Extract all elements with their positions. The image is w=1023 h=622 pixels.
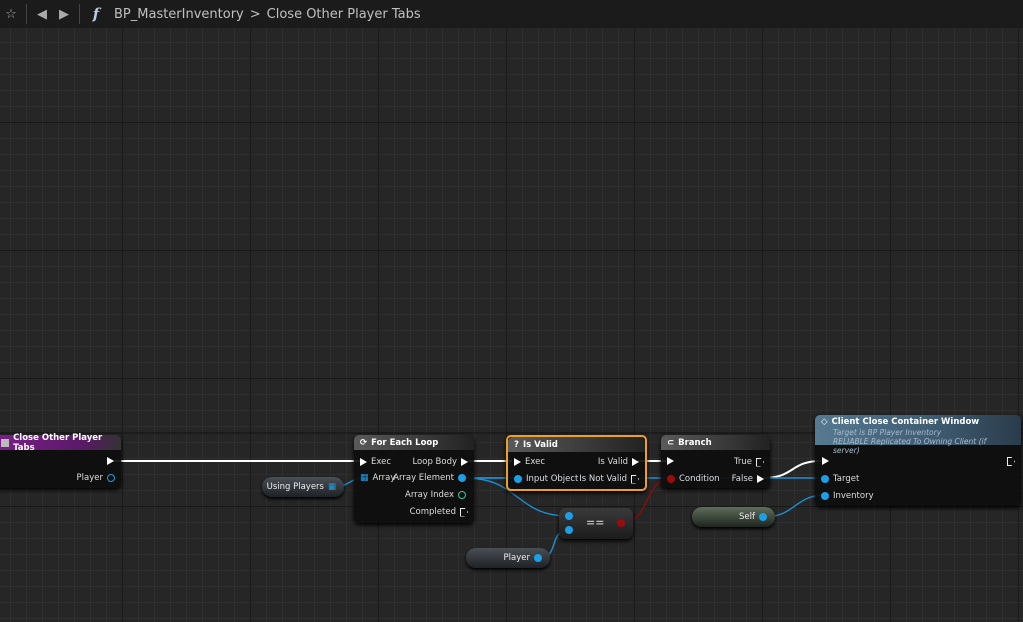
is-valid-node[interactable]: ?Is Valid Exec Input Object Is Valid Is …: [506, 435, 647, 491]
function-entry-icon: [1, 438, 10, 447]
exec-in-pin[interactable]: [360, 458, 367, 466]
player-out-pin[interactable]: [534, 554, 542, 562]
condition-pin[interactable]: [667, 475, 675, 483]
star-icon[interactable]: ☆: [5, 6, 17, 22]
branch-icon: ⊂: [667, 437, 675, 448]
equals-input-b-pin[interactable]: [565, 526, 573, 534]
event-icon: ◇: [821, 417, 828, 427]
inventory-pin[interactable]: [821, 492, 829, 500]
node-title: Branch: [678, 437, 712, 448]
input-object-pin[interactable]: [514, 475, 522, 483]
node-subtitle: RELIABLE Replicated To Owning Client (if…: [833, 437, 987, 455]
true-pin[interactable]: [756, 457, 764, 467]
pin-label: True: [733, 457, 752, 467]
exec-in-pin[interactable]: [667, 457, 674, 465]
equals-input-a-pin[interactable]: [565, 512, 573, 520]
node-title: Client Close Container Window: [831, 417, 980, 427]
wire-element-equals[interactable]: [464, 477, 570, 517]
exec-wire-branch-client[interactable]: [762, 460, 822, 479]
loop-body-pin[interactable]: [461, 458, 468, 466]
loop-icon: ⟳: [360, 437, 368, 448]
array-pin-icon[interactable]: ▦: [327, 482, 336, 492]
variable-label: Using Players: [266, 482, 324, 492]
variable-label: Self: [739, 512, 755, 522]
pin-label: Target: [833, 474, 860, 484]
client-close-container-window-node[interactable]: ◇Client Close Container Window Target is…: [815, 415, 1021, 506]
exec-out-pin[interactable]: [1007, 457, 1015, 466]
self-variable[interactable]: Self: [692, 507, 775, 527]
pin-label: Is Not Valid: [579, 474, 627, 484]
function-icon: f: [92, 5, 100, 23]
variable-label: Player: [503, 553, 530, 563]
exec-in-pin[interactable]: [514, 458, 521, 466]
breadcrumb-blueprint[interactable]: BP_MasterInventory: [114, 6, 244, 22]
pin-label: Player: [76, 473, 103, 483]
for-each-loop-node[interactable]: ⟳For Each Loop Exec ▦Array Loop Body Arr…: [354, 435, 474, 523]
pin-label: Array Index: [405, 490, 454, 500]
node-title: For Each Loop: [371, 437, 439, 448]
pin-label: False: [731, 474, 753, 484]
pin-label: Condition: [679, 474, 720, 484]
pin-label: Exec: [525, 457, 546, 467]
pin-label: Loop Body: [412, 457, 457, 467]
question-icon: ?: [514, 439, 519, 450]
breadcrumb-separator: >: [249, 6, 261, 22]
divider: [26, 4, 27, 24]
function-entry-node[interactable]: Close Other Player Tabs Player: [0, 432, 121, 488]
pin-label: Array Element: [393, 473, 454, 483]
array-index-pin[interactable]: [458, 491, 466, 499]
pin-label: Exec: [371, 457, 392, 467]
pin-label: Completed: [409, 507, 456, 517]
breadcrumb-function[interactable]: Close Other Player Tabs: [266, 6, 421, 22]
equals-output-pin[interactable]: [617, 519, 625, 527]
pin-label: Is Valid: [597, 457, 628, 467]
back-arrow-icon[interactable]: ◀: [37, 6, 47, 22]
divider: [79, 4, 80, 24]
exec-in-pin[interactable]: [822, 457, 829, 465]
exec-out-pin[interactable]: [107, 457, 114, 465]
array-pin-icon[interactable]: ▦: [360, 473, 369, 483]
pin-label: Inventory: [833, 491, 874, 501]
is-not-valid-pin[interactable]: [631, 474, 639, 484]
breadcrumb-toolbar: ☆ ◀ ▶ f BP_MasterInventory > Close Other…: [0, 0, 1023, 28]
self-out-pin[interactable]: [759, 513, 767, 521]
pin-label: Input Object: [526, 474, 579, 484]
player-variable[interactable]: Player: [466, 548, 550, 568]
array-element-pin[interactable]: [458, 474, 466, 482]
node-subtitle: Target is BP Player Inventory: [833, 428, 942, 437]
branch-node[interactable]: ⊂Branch Condition True False: [661, 435, 770, 488]
node-title: Close Other Player Tabs: [13, 432, 103, 453]
pin-label: Array: [372, 473, 396, 483]
forward-arrow-icon[interactable]: ▶: [59, 6, 69, 22]
equals-operator: ==: [586, 516, 605, 529]
is-valid-pin[interactable]: [632, 458, 639, 466]
equals-node[interactable]: ==: [559, 508, 633, 539]
node-title: Is Valid: [522, 439, 558, 450]
target-pin[interactable]: [821, 475, 829, 483]
completed-pin[interactable]: [460, 507, 468, 517]
player-pin[interactable]: [107, 474, 115, 482]
false-pin[interactable]: [757, 475, 764, 483]
using-players-variable[interactable]: Using Players▦: [262, 477, 344, 497]
